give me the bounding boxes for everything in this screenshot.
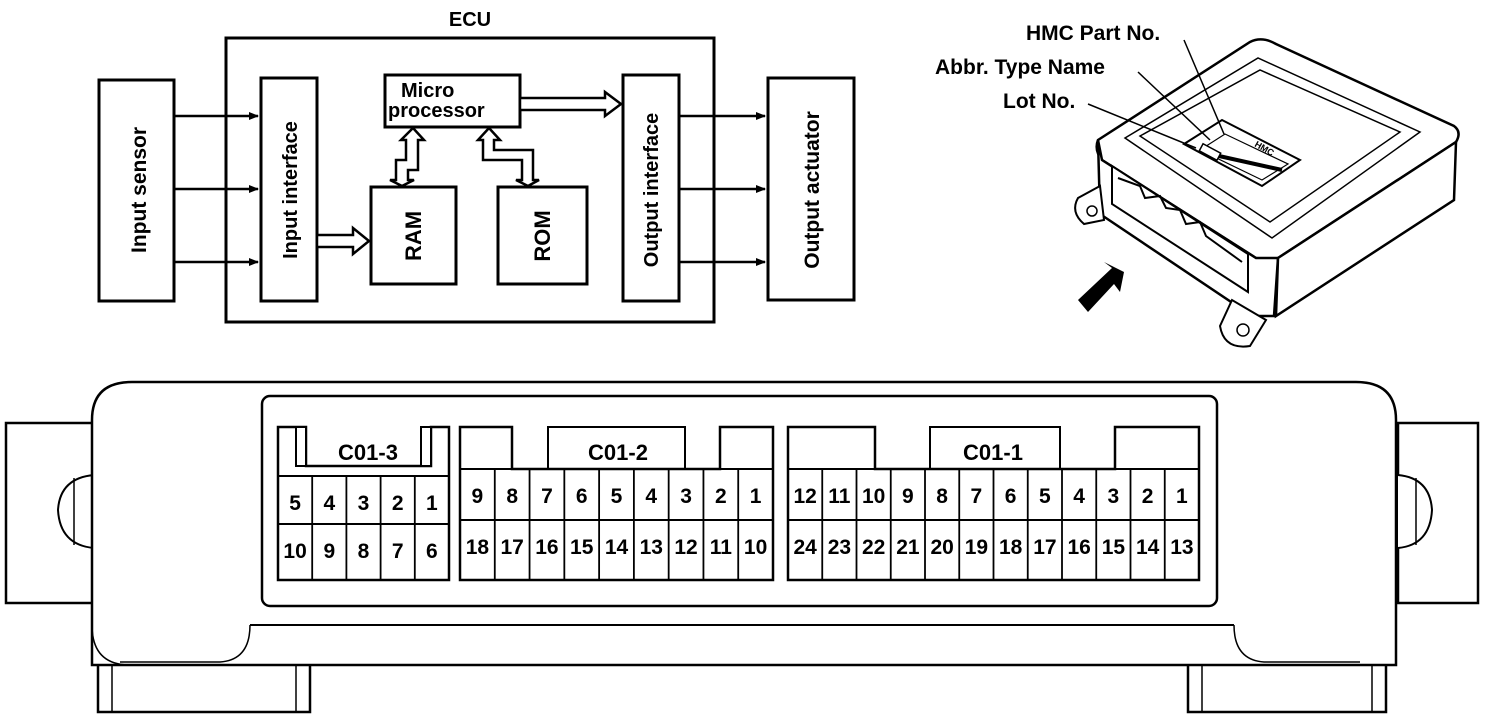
connector-label-c01-3: C01-3 xyxy=(338,440,398,465)
connector-c01-3: 5 10 4 9 3 8 2 7 1 6 xyxy=(276,425,451,582)
pin-number-c01-1-row1: 9 xyxy=(902,485,914,508)
callout-hmc-part-no: HMC Part No. xyxy=(1026,22,1160,45)
pin-number-c01-3-row2: 7 xyxy=(392,540,404,563)
pin-number-c01-2-row2: 17 xyxy=(500,536,523,559)
pin-number-c01-1-row2: 17 xyxy=(1033,536,1056,559)
pin-number-c01-1-row2: 15 xyxy=(1102,536,1126,559)
pin-number-c01-1-row1: 10 xyxy=(862,485,885,508)
input-sensor-label: Input sensor xyxy=(128,127,151,253)
input-interface-box xyxy=(259,76,319,303)
pin-number-c01-2-row2: 16 xyxy=(535,536,558,559)
pin-number-c01-2-row1: 7 xyxy=(541,485,553,508)
ram-label: RAM xyxy=(401,211,426,261)
bus-arrow-micro-rom xyxy=(475,126,540,188)
pin-number-c01-1-row1: 6 xyxy=(1005,485,1017,508)
pin-number-c01-1-row2: 24 xyxy=(793,536,817,559)
ecu-label: ECU xyxy=(449,9,491,31)
bus-arrow-input-to-ram xyxy=(315,225,371,257)
pin-number-c01-2-row2: 14 xyxy=(605,536,629,559)
pin-number-c01-1-row2: 20 xyxy=(930,536,953,559)
housing-foot-right xyxy=(1186,665,1388,714)
pin-number-c01-1-row2: 18 xyxy=(999,536,1023,559)
pin-number-c01-2-row1: 2 xyxy=(715,485,727,508)
pin-number-c01-1-row1: 1 xyxy=(1176,485,1188,508)
pin-number-c01-1-row2: 19 xyxy=(965,536,988,559)
pin-number-c01-2-row2: 18 xyxy=(466,536,490,559)
pin-number-c01-1-row1: 2 xyxy=(1142,485,1154,508)
ecu-mount-tab-left xyxy=(1074,184,1106,226)
pin-number-c01-1-row2: 23 xyxy=(828,536,851,559)
rom-label: ROM xyxy=(530,210,555,261)
pin-number-c01-1-row2: 13 xyxy=(1170,536,1193,559)
block-diagram: ECU Input sensor Input interface Micro p… xyxy=(97,9,856,324)
pin-number-c01-3-row1: 5 xyxy=(289,492,301,515)
pin-number-c01-1-row1: 11 xyxy=(828,485,851,508)
callout-lot-no: Lot No. xyxy=(1003,90,1075,113)
microprocessor-label-1: Micro xyxy=(401,80,454,102)
pin-number-c01-2-row1: 4 xyxy=(645,485,657,508)
output-actuator-box xyxy=(766,76,856,302)
pin-number-c01-1-row1: 5 xyxy=(1039,485,1051,508)
pin-number-c01-2-row2: 15 xyxy=(570,536,594,559)
input-sensor-box xyxy=(97,78,176,303)
pin-number-c01-3-row2: 9 xyxy=(323,540,335,563)
ram-box xyxy=(369,185,458,286)
microprocessor-label-2: processor xyxy=(388,100,485,122)
pin-number-c01-1-row1: 3 xyxy=(1108,485,1120,508)
pin-number-c01-2-row1: 9 xyxy=(472,485,484,508)
pin-number-c01-1-row1: 12 xyxy=(793,485,816,508)
pin-number-c01-2-row1: 5 xyxy=(611,485,623,508)
pin-number-c01-1-row2: 21 xyxy=(896,536,920,559)
output-interface-label: Output interface xyxy=(641,113,663,267)
pin-number-c01-2-row2: 11 xyxy=(710,536,733,559)
bus-arrow-micro-to-output xyxy=(518,89,624,119)
ecu-unit-illustration: HMC HMC Part No. Abbr. Type Name Lot No. xyxy=(935,22,1460,348)
pin-number-c01-2-row2: 13 xyxy=(640,536,663,559)
output-actuator-label: Output actuator xyxy=(801,111,824,269)
pin-number-c01-3-row1: 2 xyxy=(392,492,404,515)
connector-c01-1: 12 24 11 23 10 22 9 21 8 20 7 19 6 18 5 17 4 16 3 15 2 14 1 13 xyxy=(786,425,1201,582)
pin-number-c01-1-row1: 7 xyxy=(971,485,983,508)
pin-number-c01-2-row1: 6 xyxy=(576,485,588,508)
pin-number-c01-3-row2: 8 xyxy=(358,540,370,563)
pin-number-c01-3-row1: 3 xyxy=(358,492,370,515)
pin-number-c01-3-row1: 4 xyxy=(323,492,335,515)
connector-label-c01-2: C01-2 xyxy=(588,440,648,465)
callout-abbr-type-name: Abbr. Type Name xyxy=(935,56,1105,79)
ecu-frame xyxy=(224,36,716,324)
connector-label-c01-1: C01-1 xyxy=(963,440,1023,465)
pin-number-c01-1-row2: 22 xyxy=(862,536,885,559)
pin-number-c01-1-row2: 14 xyxy=(1136,536,1160,559)
pin-number-c01-2-row1: 8 xyxy=(506,485,518,508)
pin-number-c01-1-row1: 8 xyxy=(936,485,948,508)
pin-number-c01-1-row2: 16 xyxy=(1067,536,1090,559)
pin-number-c01-1-row1: 4 xyxy=(1073,485,1085,508)
input-interface-label: Input interface xyxy=(280,121,302,259)
pin-number-c01-3-row2: 10 xyxy=(283,540,306,563)
housing-foot-left xyxy=(96,665,312,714)
pin-number-c01-2-row2: 10 xyxy=(744,536,767,559)
pin-number-c01-2-row2: 12 xyxy=(674,536,697,559)
rom-box xyxy=(496,185,589,286)
connector-latch-slot xyxy=(295,426,307,467)
pin-number-c01-3-row1: 1 xyxy=(426,492,438,515)
view-direction-arrow xyxy=(1078,262,1124,312)
pin-number-c01-3-row2: 6 xyxy=(426,540,438,563)
output-signal-arrows xyxy=(679,112,766,266)
pin-number-c01-2-row1: 3 xyxy=(680,485,692,508)
connector-latch-slot xyxy=(420,426,432,467)
connector-key-notch xyxy=(547,426,686,469)
bus-arrow-micro-ram xyxy=(389,126,427,188)
connector-key-notch xyxy=(929,426,1061,469)
pin-number-c01-2-row1: 1 xyxy=(750,485,762,508)
input-signal-arrows xyxy=(174,112,259,266)
